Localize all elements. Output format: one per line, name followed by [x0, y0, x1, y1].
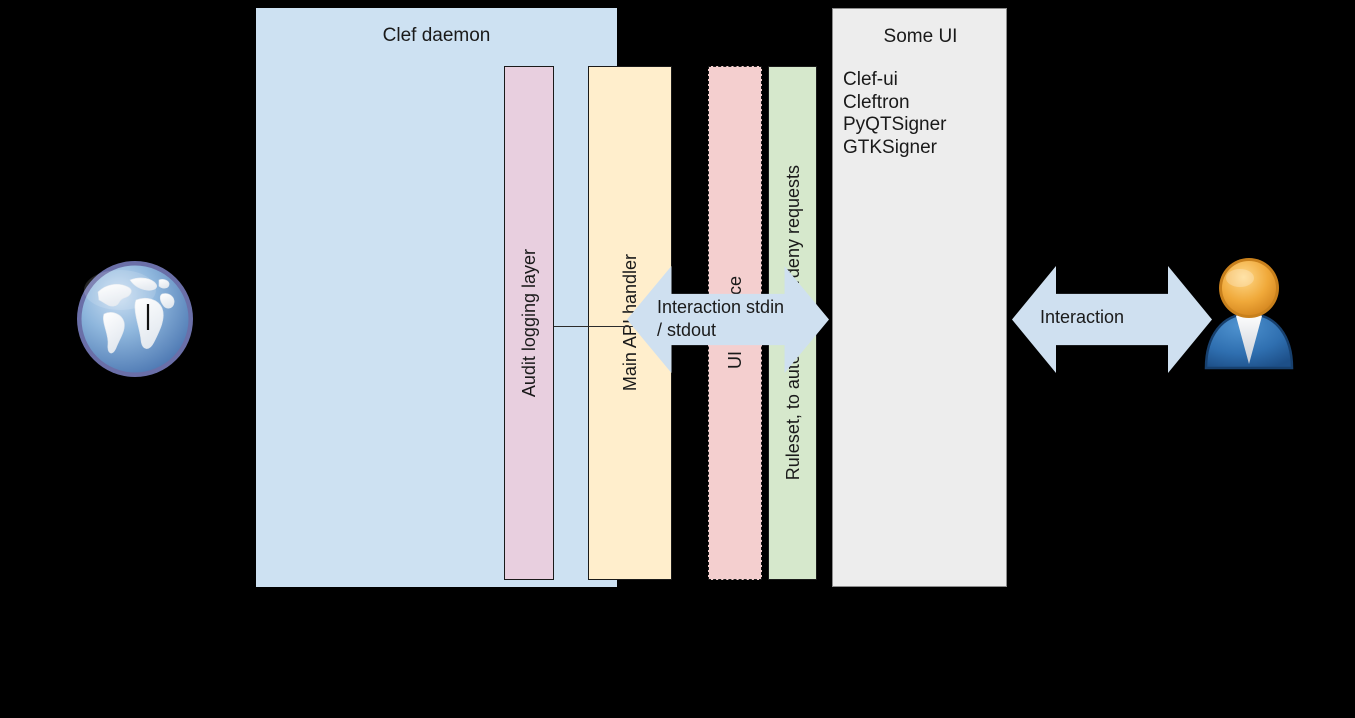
- clef-daemon-container: Clef daemon Audit logging layer Main API…: [256, 8, 880, 587]
- stdio-arrow-label: Interaction stdin / stdout: [657, 297, 785, 340]
- list-item: GTKSigner: [843, 136, 937, 158]
- clef-daemon-title: Clef daemon: [382, 25, 491, 46]
- interaction-arrow-label: Interaction: [1040, 307, 1125, 327]
- some-ui-panel: Some UI Clef-ui Cleftron PyQTSigner GTKS…: [832, 8, 1007, 587]
- user-icon: [1204, 258, 1294, 370]
- box-audit-logging-layer-label: Audit logging layer: [519, 248, 539, 398]
- list-item: Clef-ui: [843, 69, 898, 90]
- some-ui-title: Some UI: [883, 26, 958, 47]
- list-item: Cleftron: [843, 91, 910, 113]
- some-ui-implementation-list: Clef-ui Cleftron PyQTSigner GTKSigner: [843, 69, 1003, 159]
- list-item: PyQTSigner: [843, 114, 947, 135]
- globe-icon: [77, 261, 193, 377]
- box-audit-logging-layer: Audit logging layer: [504, 66, 554, 580]
